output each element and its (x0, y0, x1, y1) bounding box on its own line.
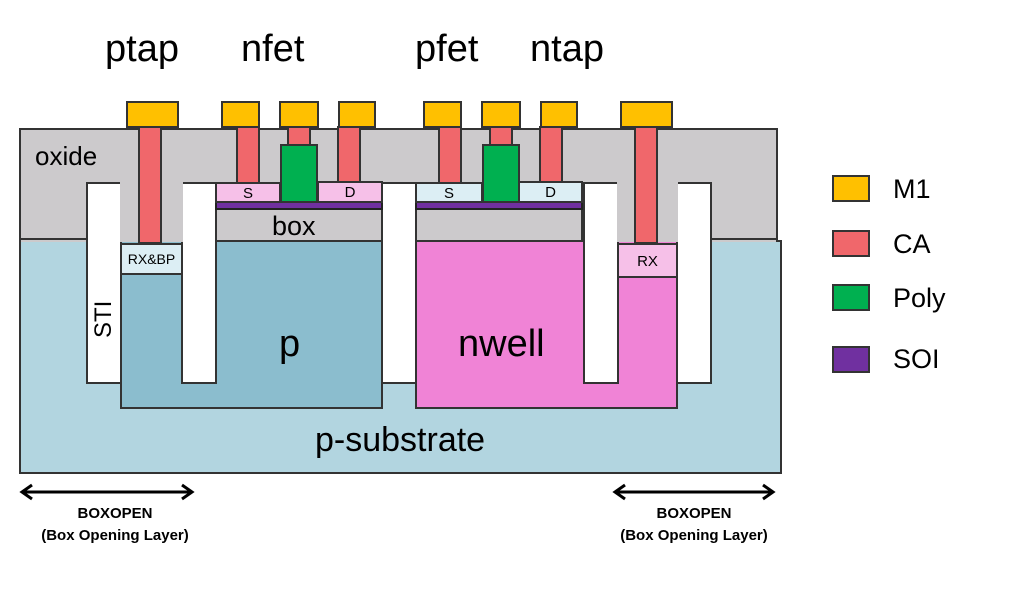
legend-label: M1 (893, 174, 931, 204)
ca-contact-nfet-s (236, 126, 260, 184)
sti-trench (676, 182, 712, 384)
pfet-source: S (415, 182, 483, 203)
nfet-source: S (215, 182, 281, 203)
drain-label: D (344, 184, 356, 201)
sti-trench (86, 182, 122, 384)
substrate-label: p-substrate (315, 421, 486, 459)
m1-pad-nfet-g (279, 101, 319, 128)
m1-pad-pfet-d (540, 101, 578, 128)
nwell-label: nwell (458, 323, 545, 365)
m1-pad-pfet-s (423, 101, 462, 128)
oxide-layer (19, 128, 778, 184)
pfet-label: pfet (415, 28, 479, 70)
ca-contact-nfet-d (337, 126, 361, 183)
source-label: S (242, 185, 253, 202)
m1-pad-nfet-d (338, 101, 376, 128)
source-label: S (443, 185, 454, 202)
boxopen-title: BOXOPEN (656, 505, 732, 522)
p-label: p (279, 323, 301, 365)
sti-trench (583, 182, 619, 384)
m1-pad-ptap (126, 101, 179, 128)
m1-pad-ntap (620, 101, 673, 128)
ca-contact-ptap (138, 126, 162, 244)
boxopen-annotation-left: BOXOPEN (Box Opening Layer) (0, 503, 235, 547)
sti-label: STI (90, 300, 117, 338)
ca-contact-ntap (634, 126, 658, 244)
legend-swatch-m1 (832, 175, 870, 202)
ca-contact-pfet-g (489, 126, 513, 146)
double-arrow-right (612, 483, 776, 501)
oxide-right-edge (712, 182, 776, 240)
legend-swatch-soi (832, 346, 870, 373)
drain-label: D (545, 184, 556, 201)
ca-contact-nfet-g (287, 126, 311, 146)
oxide-left-edge (21, 182, 86, 240)
nfet-label: nfet (241, 28, 305, 70)
pfet-drain: D (518, 181, 583, 203)
boxopen-subtitle: (Box Opening Layer) (41, 527, 189, 544)
sti-trench (381, 182, 417, 384)
nfet-poly-gate (280, 144, 318, 203)
box-layer-pfet (415, 208, 583, 242)
ca-contact-pfet-s (438, 126, 462, 184)
legend-swatch-poly (832, 284, 870, 311)
legend-label: CA (893, 229, 931, 259)
boxopen-title: BOXOPEN (77, 505, 153, 522)
legend-label: SOI (893, 344, 940, 374)
m1-pad-nfet-s (221, 101, 260, 128)
sti-trench (181, 182, 217, 384)
nfet-drain: D (317, 181, 383, 203)
ptap-label: ptap (105, 28, 179, 70)
ca-contact-pfet-d (539, 126, 563, 183)
boxopen-subtitle: (Box Opening Layer) (620, 527, 768, 544)
rx-label: RX (637, 253, 658, 270)
box-label: box (272, 211, 316, 241)
oxide-label: oxide (35, 141, 98, 171)
boxopen-annotation-right: BOXOPEN (Box Opening Layer) (574, 503, 814, 547)
legend-label: Poly (893, 283, 946, 313)
ntap-label: ntap (530, 28, 604, 70)
rx-bp-region: RX&BP (120, 243, 183, 275)
double-arrow-left (19, 483, 195, 501)
legend-swatch-ca (832, 230, 870, 257)
rx-region: RX (617, 243, 678, 278)
box-layer-nfet (215, 208, 383, 242)
m1-pad-pfet-g (481, 101, 521, 128)
pfet-poly-gate (482, 144, 520, 203)
rx-bp-label: RX&BP (127, 251, 176, 267)
